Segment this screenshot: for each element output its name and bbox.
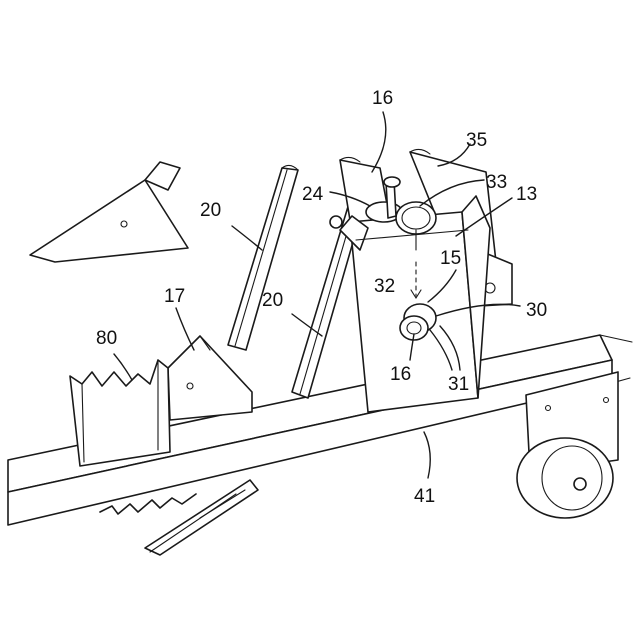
- label-16-bottom: 16: [390, 364, 411, 385]
- label-15: 15: [440, 248, 461, 269]
- label-16-top: 16: [372, 88, 393, 109]
- label-13: 13: [516, 184, 537, 205]
- label-33: 33: [486, 172, 507, 193]
- caster-wheel: [517, 372, 618, 518]
- label-80: 80: [96, 328, 117, 349]
- label-17: 17: [164, 286, 185, 307]
- upper-bracket: [30, 162, 188, 262]
- label-41: 41: [414, 486, 435, 507]
- serrated-jaw-80: [70, 360, 170, 466]
- label-31: 31: [448, 374, 469, 395]
- frame-member-upper: [228, 165, 298, 350]
- label-35: 35: [466, 130, 487, 151]
- label-24: 24: [302, 184, 324, 205]
- label-30: 30: [526, 300, 547, 321]
- label-32: 32: [374, 276, 395, 297]
- label-20-upper: 20: [200, 200, 221, 221]
- label-20-lower: 20: [262, 290, 283, 311]
